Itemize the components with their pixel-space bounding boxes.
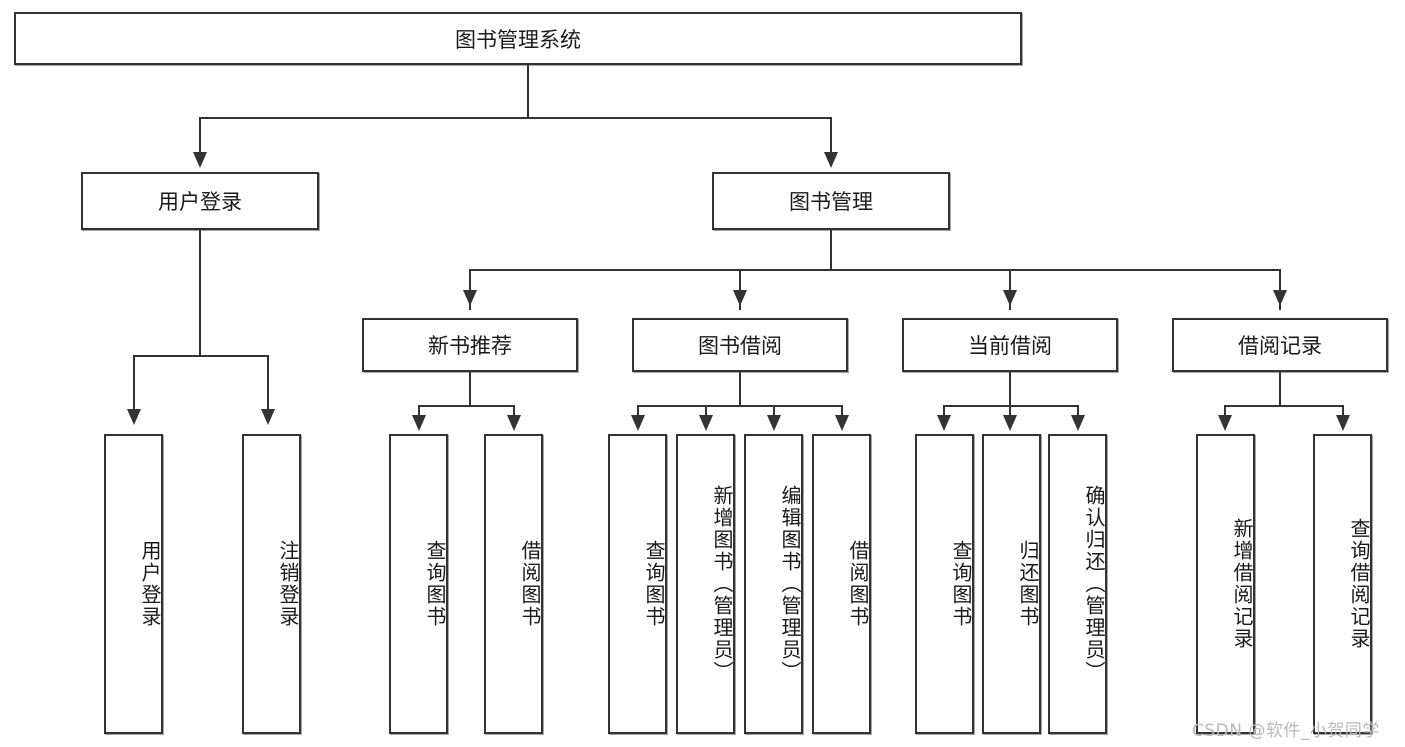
leaf-book-borrow-1[interactable]: 查询图书 [608,434,667,734]
node-label: 图书管理 [789,190,873,214]
edge-user-login-stem [199,230,201,355]
node-label: 查询图书 [642,540,666,628]
edge-user-login-to-leaf-2 [267,355,269,412]
node-label: 查询借阅记录 [1347,518,1371,650]
edge-cb-to-leaf-2 [1009,405,1011,421]
node-label: 借阅图书 [846,540,870,628]
leaf-book-borrow-4[interactable]: 借阅图书 [812,434,871,734]
edge-nbr-to-leaf-2 [513,405,515,421]
edge-bm-to-book-borrow [739,269,741,310]
leaf-current-borrow-3[interactable]: 确认归还（管理员） [1048,434,1107,734]
arrow-br-to-leaf-2-icon [1336,415,1350,431]
arrow-root-to-book-management-icon [824,152,838,168]
leaf-book-borrow-2[interactable]: 新增图书（管理员） [676,434,735,734]
leaf-borrow-record-1[interactable]: 新增借阅记录 [1196,434,1255,734]
arrow-bb-to-leaf-1-icon [631,415,645,431]
edge-bm-to-borrow-record [1279,269,1281,310]
leaf-new-book-recommend-1[interactable]: 查询图书 [389,434,448,734]
node-label: 图书管理系统 [455,27,581,52]
edge-bb-to-leaf-2 [705,405,707,421]
leaf-user-login-2[interactable]: 注销登录 [242,434,301,734]
arrow-cb-to-leaf-3-icon [1071,415,1085,431]
node-label: 注销登录 [276,540,300,628]
leaf-user-login-1[interactable]: 用户登录 [104,434,163,734]
node-label: 新书推荐 [428,334,512,358]
edge-bb-stem [739,372,741,405]
arrow-bm-to-current-borrow-icon [1003,290,1017,306]
leaf-book-borrow-3[interactable]: 编辑图书（管理员） [744,434,803,734]
leaf-current-borrow-2[interactable]: 归还图书 [982,434,1041,734]
edge-bm-to-current-borrow [1009,269,1011,310]
edge-nbr-to-leaf-1 [418,405,420,421]
node-current-borrow[interactable]: 当前借阅 [902,318,1118,372]
arrow-bb-to-leaf-4-icon [835,415,849,431]
edge-root-to-user-login [199,117,201,156]
edge-bb-to-leaf-3 [773,405,775,421]
edge-cb-to-leaf-1 [943,405,945,421]
edge-bb-to-leaf-1 [637,405,639,421]
arrow-user-login-to-leaf-2-icon [261,409,275,425]
node-label: 编辑图书（管理员） [778,485,802,683]
arrow-bb-to-leaf-2-icon [699,415,713,431]
node-label: 图书借阅 [698,334,782,358]
edge-user-login-to-leaf-1 [133,355,135,412]
node-root-book-management-system[interactable]: 图书管理系统 [14,12,1022,65]
arrow-user-login-to-leaf-1-icon [127,409,141,425]
leaf-new-book-recommend-2[interactable]: 借阅图书 [484,434,543,734]
node-book-management[interactable]: 图书管理 [712,172,950,230]
node-label: 用户登录 [158,190,242,214]
edge-nbr-bus [418,405,513,407]
leaf-borrow-record-2[interactable]: 查询借阅记录 [1313,434,1372,734]
arrow-br-to-leaf-1-icon [1218,415,1232,431]
edge-bm-to-new-book-recommend [469,269,471,310]
arrow-nbr-to-leaf-2-icon [507,415,521,431]
edge-book-management-stem [830,230,832,269]
edge-br-to-leaf-1 [1224,405,1226,421]
arrow-bm-to-new-book-recommend-icon [463,290,477,306]
node-new-book-recommend[interactable]: 新书推荐 [362,318,578,372]
arrow-bm-to-borrow-record-icon [1273,290,1287,306]
node-borrow-record[interactable]: 借阅记录 [1172,318,1388,372]
edge-book-management-bus [469,269,1280,271]
arrow-root-to-user-login-icon [193,152,207,168]
leaf-current-borrow-1[interactable]: 查询图书 [915,434,974,734]
arrow-cb-to-leaf-1-icon [937,415,951,431]
node-label: 新增借阅记录 [1230,518,1254,650]
node-label: 归还图书 [1016,540,1040,628]
edge-br-to-leaf-2 [1342,405,1344,421]
node-book-borrow[interactable]: 图书借阅 [632,318,848,372]
arrow-bm-to-book-borrow-icon [733,290,747,306]
edge-bb-to-leaf-4 [841,405,843,421]
edge-root-stem [527,65,529,117]
edge-nbr-stem [469,372,471,405]
arrow-bb-to-leaf-3-icon [767,415,781,431]
node-user-login[interactable]: 用户登录 [81,172,319,230]
node-label: 当前借阅 [968,334,1052,358]
edge-root-to-book-management [830,117,832,156]
csdn-watermark: CSDN @软件_小贺同学 [1192,721,1380,741]
node-label: 用户登录 [138,540,162,628]
edge-br-stem [1279,372,1281,405]
node-label: 借阅图书 [518,540,542,628]
node-label: 确认归还（管理员） [1082,485,1106,683]
edge-cb-to-leaf-3 [1077,405,1079,421]
arrow-cb-to-leaf-2-icon [1003,415,1017,431]
edge-root-bus [199,117,831,119]
edge-cb-stem [1009,372,1011,405]
node-label: 新增图书（管理员） [710,485,734,683]
node-label: 查询图书 [949,540,973,628]
edge-br-bus [1224,405,1342,407]
edge-user-login-bus [133,355,267,357]
node-label: 借阅记录 [1238,334,1322,358]
edge-bb-bus [637,405,843,407]
arrow-nbr-to-leaf-1-icon [412,415,426,431]
node-label: 查询图书 [423,540,447,628]
